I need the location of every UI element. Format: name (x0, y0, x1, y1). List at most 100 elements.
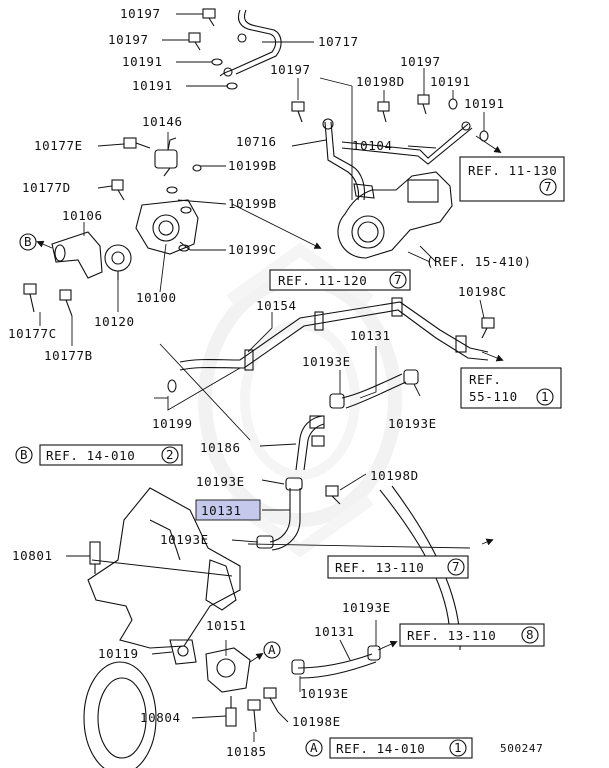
ref-box-11-130[interactable]: REF. 11-130 7 (459, 156, 565, 202)
ref-text: 55-110 (469, 389, 518, 404)
ref-number: 2 (166, 447, 174, 462)
label-10131: 10131 (314, 624, 355, 639)
ref-text: REF. 13-110 (335, 560, 424, 575)
label-10177e: 10177E (34, 138, 83, 153)
label-10801: 10801 (12, 548, 53, 563)
bolt-10177c (23, 283, 37, 313)
callout-b: B (20, 447, 28, 462)
label-10716: 10716 (236, 134, 277, 149)
ref-box-14-010-1[interactable]: A REF. 14-010 1 (305, 737, 473, 759)
label-10186: 10186 (200, 440, 241, 455)
label-10193e: 10193E (160, 532, 209, 547)
bolt-10197-far (417, 94, 430, 115)
callout-a-marker[interactable]: A (263, 641, 281, 659)
ref-number: 1 (454, 740, 462, 755)
ref-number: 7 (394, 272, 402, 287)
bolt-10177d (111, 179, 125, 201)
clamp-10193e-f (291, 659, 305, 675)
pipe-10717 (219, 9, 282, 77)
ref-text: REF. 14-010 (46, 448, 135, 463)
clamp-10193e-e (367, 645, 381, 661)
gasket-10119 (169, 639, 197, 665)
label-10177b: 10177B (44, 348, 93, 363)
label-10104: 10104 (352, 138, 393, 153)
ref-text: REF. (469, 372, 502, 387)
label-10191: 10191 (464, 96, 505, 111)
label-10197: 10197 (270, 62, 311, 77)
label-10717: 10717 (318, 34, 359, 49)
label-10191: 10191 (430, 74, 471, 89)
label-10193e: 10193E (342, 600, 391, 615)
pulley-belt (83, 485, 461, 768)
label-10151: 10151 (206, 618, 247, 633)
highlight-box (195, 499, 261, 521)
ref-15-410[interactable]: (REF. 15-410) (426, 254, 532, 269)
ref-number: 8 (526, 627, 534, 642)
callout-a: A (310, 740, 318, 755)
ref-number: 1 (541, 389, 549, 404)
pipe-10186 (295, 415, 325, 471)
label-10106: 10106 (62, 208, 103, 223)
label-10146: 10146 (142, 114, 183, 129)
label-10100: 10100 (136, 290, 177, 305)
ref-number: 7 (544, 179, 552, 194)
label-10198c: 10198C (458, 284, 507, 299)
callout-letter: B (24, 234, 32, 249)
fitting-10151 (205, 647, 251, 693)
part-labels: 10197 10717 10197 10191 10191 10197 1019… (8, 6, 543, 759)
water-outlet-10100 (135, 199, 199, 255)
label-10197: 10197 (120, 6, 161, 21)
diagram-code: 500247 (500, 742, 543, 755)
label-10131-highlighted: 10131 (201, 503, 242, 518)
label-10198d: 10198D (356, 74, 405, 89)
clamp-10193e-a (329, 393, 345, 409)
hose-10131-upper (341, 373, 407, 409)
label-10185: 10185 (226, 744, 267, 759)
label-10120: 10120 (94, 314, 135, 329)
bolt-10197-second (188, 32, 201, 51)
fitting-10146 (154, 137, 178, 177)
callout-letter: A (268, 642, 276, 657)
case-10106 (51, 231, 103, 279)
callout-b-marker[interactable]: B (19, 233, 37, 251)
ref-box-14-010-2[interactable]: B REF. 14-010 2 (15, 444, 183, 466)
bolt-10198d-top (377, 101, 390, 123)
housing-15-410 (337, 171, 453, 259)
ref-box-13-110-8[interactable]: REF. 13-110 8 (399, 623, 545, 647)
thermostat-10120 (104, 244, 132, 280)
label-10198d: 10198D (370, 468, 419, 483)
leader-lines (39, 13, 485, 742)
label-10199: 10199 (152, 416, 193, 431)
label-10191: 10191 (132, 78, 173, 93)
label-10177c: 10177C (8, 326, 57, 341)
ref-box-55-110[interactable]: REF. 55-110 1 (460, 367, 562, 409)
label-10193e: 10193E (302, 354, 351, 369)
bolt-10185 (247, 699, 261, 733)
bolt-10177b (59, 289, 73, 317)
label-10119: 10119 (98, 646, 139, 661)
sensor-10804 (225, 696, 237, 727)
ref-text: REF. 14-010 (336, 741, 425, 756)
bolt-10197-right (291, 101, 305, 123)
ref-number: 7 (452, 559, 460, 574)
pipe-10154 (179, 297, 489, 371)
label-10131: 10131 (350, 328, 391, 343)
label-10154: 10154 (256, 298, 297, 313)
ref-box-11-120[interactable]: REF. 11-120 7 (269, 269, 411, 291)
label-10193e: 10193E (388, 416, 437, 431)
bolt-10198e (263, 687, 279, 713)
hose-10131-lower (297, 653, 377, 679)
label-10198e: 10198E (292, 714, 341, 729)
bolt-10198c (481, 317, 495, 339)
sensor-10801 (89, 541, 101, 574)
label-10199b: 10199B (228, 196, 277, 211)
label-10191: 10191 (122, 54, 163, 69)
bolt-10177e (123, 137, 151, 149)
label-10177d: 10177D (22, 180, 71, 195)
ref-box-13-110-7[interactable]: REF. 13-110 7 (327, 555, 469, 579)
ref-text: REF. 13-110 (407, 628, 496, 643)
label-10199c: 10199C (228, 242, 277, 257)
label-10193e: 10193E (196, 474, 245, 489)
flow-arrows (36, 135, 504, 663)
